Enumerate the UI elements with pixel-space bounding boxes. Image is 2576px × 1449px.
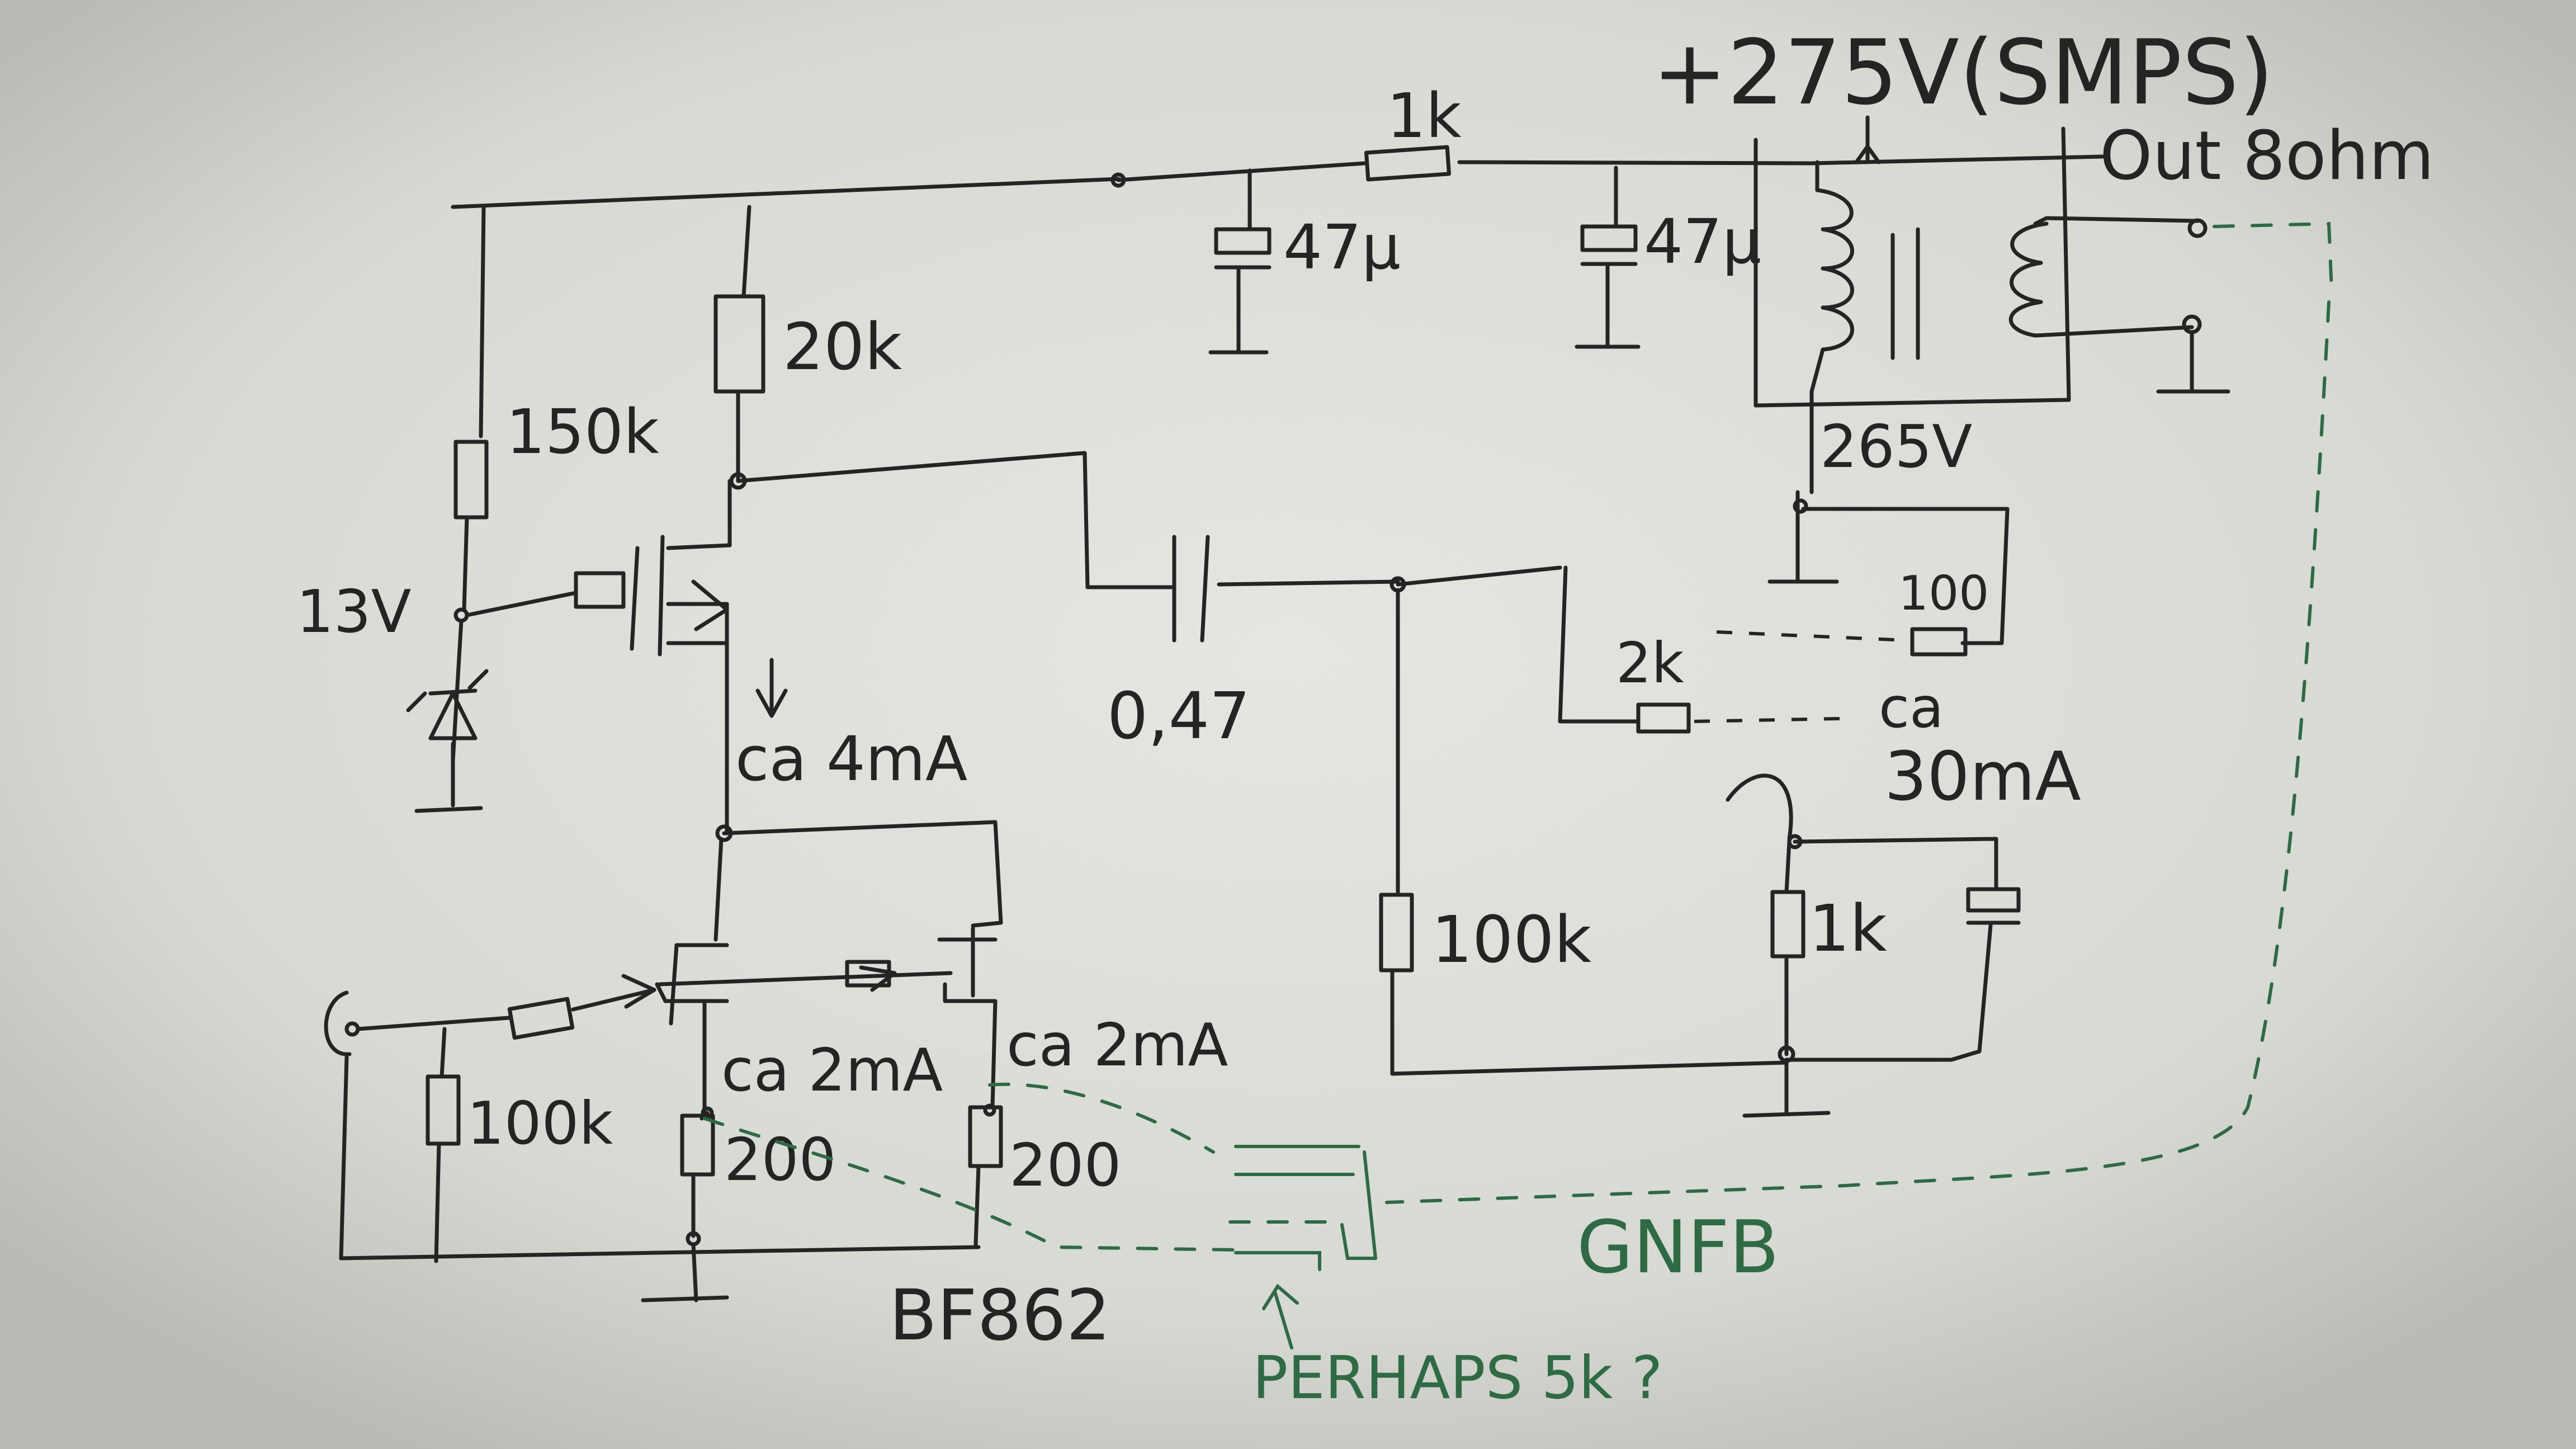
resistor-20k: 20k (713, 205, 902, 490)
capacitor-47u-2-label: 47µ (1644, 206, 1761, 277)
resistor-200-b-label: 200 (1009, 1131, 1121, 1200)
input-resistor-label: 100k (467, 1089, 613, 1158)
capacitor-47u-1: 47µ (1208, 168, 1401, 355)
feedback-note-label: PERHAPS 5k ? (1252, 1344, 1662, 1412)
resistor-100-label: 100 (1898, 566, 1989, 621)
grid-resistor-label: 100k (1431, 903, 1591, 978)
drain-current-label: ca 4mA (735, 723, 967, 795)
jfet1-current-label: ca 2mA (721, 1036, 943, 1105)
zener-voltage-label: 13V (296, 578, 411, 646)
jfet-part-label: BF862 (889, 1275, 1110, 1356)
supply-voltage-label: +275V(SMPS) (1652, 20, 2274, 125)
input-network: 100k (324, 974, 981, 1302)
supply-rail (451, 115, 2105, 209)
resistor-150k-label: 150k (506, 396, 659, 468)
jfet-input-stage: ca 2mA ca 2mA 200 200 BF862 (655, 820, 1228, 1356)
resistor-1k-supply: 1k (1364, 80, 1462, 182)
resistor-200-a-label: 200 (724, 1126, 836, 1194)
tube-screen-network: 265V 100 2k ca 30mA (1558, 413, 2081, 816)
tube-cathode-network: 1k (1726, 773, 2021, 1118)
output-transformer: Out 8ohm (1753, 117, 2434, 494)
zener-bias: 150k 13V (296, 205, 659, 813)
output-label: Out 8ohm (2100, 117, 2434, 195)
cathode-resistor-label: 1k (1809, 891, 1887, 966)
capacitor-47u-2: 47µ (1575, 166, 1761, 349)
resistor-20k-label: 20k (783, 310, 902, 385)
transformer-tap-label: 265V (1820, 413, 1972, 481)
tube-current-prefix: ca (1879, 675, 1944, 740)
resistor-1k-label: 1k (1387, 80, 1462, 152)
resistor-2k-label: 2k (1616, 630, 1684, 696)
tube-current-label: 30mA (1884, 738, 2081, 816)
coupling-capacitor: 0,47 (736, 451, 1250, 754)
coupling-capacitor-label: 0,47 (1107, 679, 1250, 754)
feedback-network: GNFB PERHAPS 5k ? (703, 221, 2333, 1412)
jfet2-current-label: ca 2mA (1006, 1011, 1228, 1079)
capacitor-47u-1-label: 47µ (1283, 211, 1401, 283)
feedback-label: GNFB (1577, 1205, 1779, 1290)
grid-resistor-network: 100k (1217, 565, 1789, 1076)
mosfet-cascode: ca 4mA (465, 479, 967, 836)
